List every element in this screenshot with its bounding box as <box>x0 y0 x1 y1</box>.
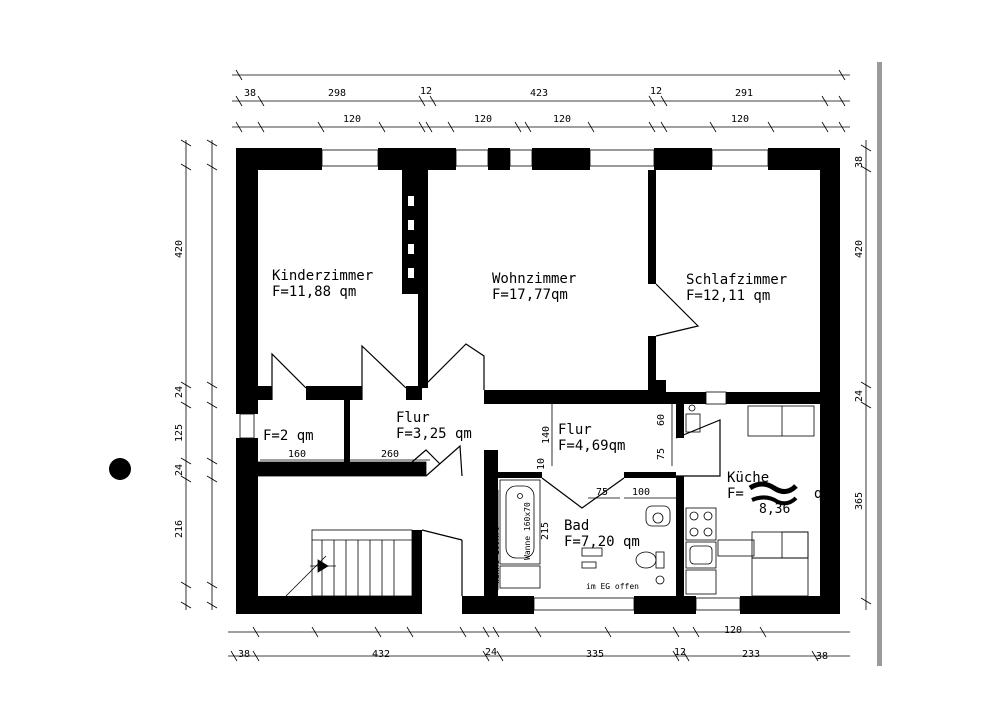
room-area: F=3,25 qm <box>396 426 472 442</box>
room-name: Schlafzimmer <box>686 272 788 288</box>
stairs <box>285 529 413 597</box>
dimension-lines-top <box>232 69 850 133</box>
dim-inner-5: 60 <box>656 413 667 426</box>
dim-top1-1: 298 <box>328 88 347 99</box>
dim-top1-5: 291 <box>735 88 754 99</box>
dim-inner-1: 260 <box>381 449 400 460</box>
bath-fixtures <box>499 479 671 589</box>
dim-bottom2-4: 12 <box>674 647 687 658</box>
room-area: F=17,77qm <box>492 287 568 303</box>
dim-bottom2-0: 38 <box>238 649 251 660</box>
room-area: F=4,69qm <box>558 438 626 454</box>
dim-inner-6: 75 <box>596 487 609 498</box>
kitchen-fixtures <box>685 391 815 597</box>
room-wohnzimmer: Wohnzimmer F=17,77qm <box>492 271 576 303</box>
area-prefix: F= <box>727 486 744 502</box>
room-flur-1: Flur F=3,25 qm <box>396 410 472 442</box>
room-name: Bad <box>564 518 590 534</box>
room-name: Kinderzimmer <box>272 268 374 284</box>
area-handwritten: 8,36 <box>759 502 791 517</box>
dim-bottom2-6: 38 <box>816 651 829 662</box>
dim-right-1: 420 <box>854 239 865 258</box>
dim-top2-0: 120 <box>343 114 362 125</box>
room-area-row: F= qm <box>727 486 831 502</box>
dim-right-0: 38 <box>854 155 865 168</box>
hole-punch-marker <box>109 458 131 480</box>
room-flur-2: Flur F=4,69qm <box>558 422 625 454</box>
dim-bottom2-5: 233 <box>742 649 761 660</box>
room-abstell: F=2 qm <box>263 428 314 444</box>
dim-inner-4: 75 <box>656 447 667 460</box>
scan-edge <box>877 62 882 666</box>
dim-inner-2: 140 <box>541 425 552 444</box>
door-swings <box>271 283 721 596</box>
dim-left-3: 24 <box>174 463 185 476</box>
dim-left-4: 216 <box>174 519 185 538</box>
room-name: Küche <box>727 470 770 486</box>
walls <box>236 148 840 614</box>
room-name: Flur <box>558 422 592 438</box>
room-name: Flur <box>396 410 430 426</box>
room-area: F=12,11 qm <box>686 288 771 304</box>
room-area: F=2 qm <box>263 428 314 444</box>
dim-top1-4: 12 <box>650 86 663 97</box>
wanne-label-2: Wanne 160x70 <box>492 526 501 584</box>
dim-top2-2: 120 <box>553 114 572 125</box>
dim-inner-0: 160 <box>288 449 307 460</box>
dimension-lines-bottom <box>228 626 850 662</box>
dim-top2-1: 120 <box>474 114 493 125</box>
room-kueche: Küche F= qm 8,36 <box>727 470 831 518</box>
dim-top1-0: 38 <box>244 88 257 99</box>
dimension-lines-left <box>180 139 218 610</box>
room-kinderzimmer: Kinderzimmer F=11,88 qm <box>272 268 373 300</box>
dim-inner-3: 10 <box>536 457 547 470</box>
dim-inner-7: 100 <box>632 487 651 498</box>
handwritten-correction <box>748 481 798 506</box>
dim-inner-8: 215 <box>540 521 551 540</box>
dim-top1-3: 423 <box>530 88 549 99</box>
dim-left-0: 420 <box>174 239 185 258</box>
dim-top2-3: 120 <box>731 114 750 125</box>
room-area: F=11,88 qm <box>272 284 357 300</box>
dim-right-2: 24 <box>854 389 865 402</box>
dim-bottom2-3: 335 <box>586 649 605 660</box>
dim-top1-2: 12 <box>420 86 433 97</box>
dimension-lines-right <box>860 140 872 610</box>
dim-right-3: 365 <box>854 491 865 510</box>
room-area: F=7,20 qm <box>564 534 640 550</box>
area-suffix: qm <box>813 486 831 502</box>
dim-bottom2-1: 432 <box>372 649 391 660</box>
eg-note: im EG offen <box>586 582 639 591</box>
inner-dim-lines <box>260 404 676 590</box>
dim-bottom1-0: 120 <box>724 625 743 636</box>
room-name: Wohnzimmer <box>492 271 577 287</box>
dim-left-1: 24 <box>174 385 185 398</box>
room-bad: Bad F=7,20 qm <box>564 518 640 550</box>
dim-left-2: 125 <box>174 423 185 442</box>
room-schlafzimmer: Schlafzimmer F=12,11 qm <box>686 272 787 304</box>
wanne-label: Wanne 160x70 <box>523 502 532 560</box>
dim-bottom2-2: 24 <box>485 647 498 658</box>
